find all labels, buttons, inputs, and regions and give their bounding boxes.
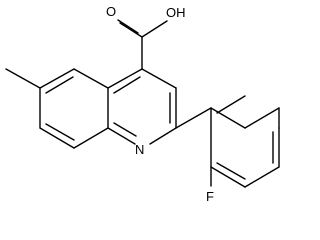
atom-label-oh: OH xyxy=(166,5,186,20)
bond-c-o-double-a xyxy=(119,22,143,38)
bond-c5-c6 xyxy=(39,68,75,89)
bond-c7-c8-inner xyxy=(45,123,75,141)
bond-c4-c3 xyxy=(141,68,177,89)
atom-label-f: F xyxy=(206,189,214,204)
bond-c2-n xyxy=(149,127,177,145)
bond-c-oh xyxy=(141,20,168,38)
bonds xyxy=(5,19,280,188)
bond-c5-c6-inner xyxy=(45,76,74,94)
bond-c6-methyl xyxy=(5,68,41,89)
bond-ph-inner-top xyxy=(216,95,246,114)
bond-ph1-ph2 xyxy=(210,107,246,129)
bond-n-c8a xyxy=(107,127,136,145)
bond-c4a-c4 xyxy=(107,68,143,89)
bond-n-c8a-inner xyxy=(113,122,137,137)
bond-ph6-ph1-inner xyxy=(216,162,246,180)
structure-diagram: OH O N F xyxy=(5,4,280,204)
bond-ph5-ph6 xyxy=(244,166,280,188)
atom-label-n: N xyxy=(135,142,144,157)
atom-labels: OH O N F xyxy=(106,4,214,204)
bond-c-o-double-b xyxy=(117,19,139,34)
bond-c4a-c4-inner xyxy=(113,76,141,94)
bond-c2-phenyl xyxy=(175,107,212,129)
bond-c4a-c5 xyxy=(73,68,109,89)
bond-ph2-ph3 xyxy=(244,107,280,129)
bond-ph6-ph1 xyxy=(210,166,246,188)
bond-c8-c8a xyxy=(73,127,109,149)
atom-label-o-carbonyl: O xyxy=(106,4,116,19)
bond-c7-c8 xyxy=(39,127,75,149)
